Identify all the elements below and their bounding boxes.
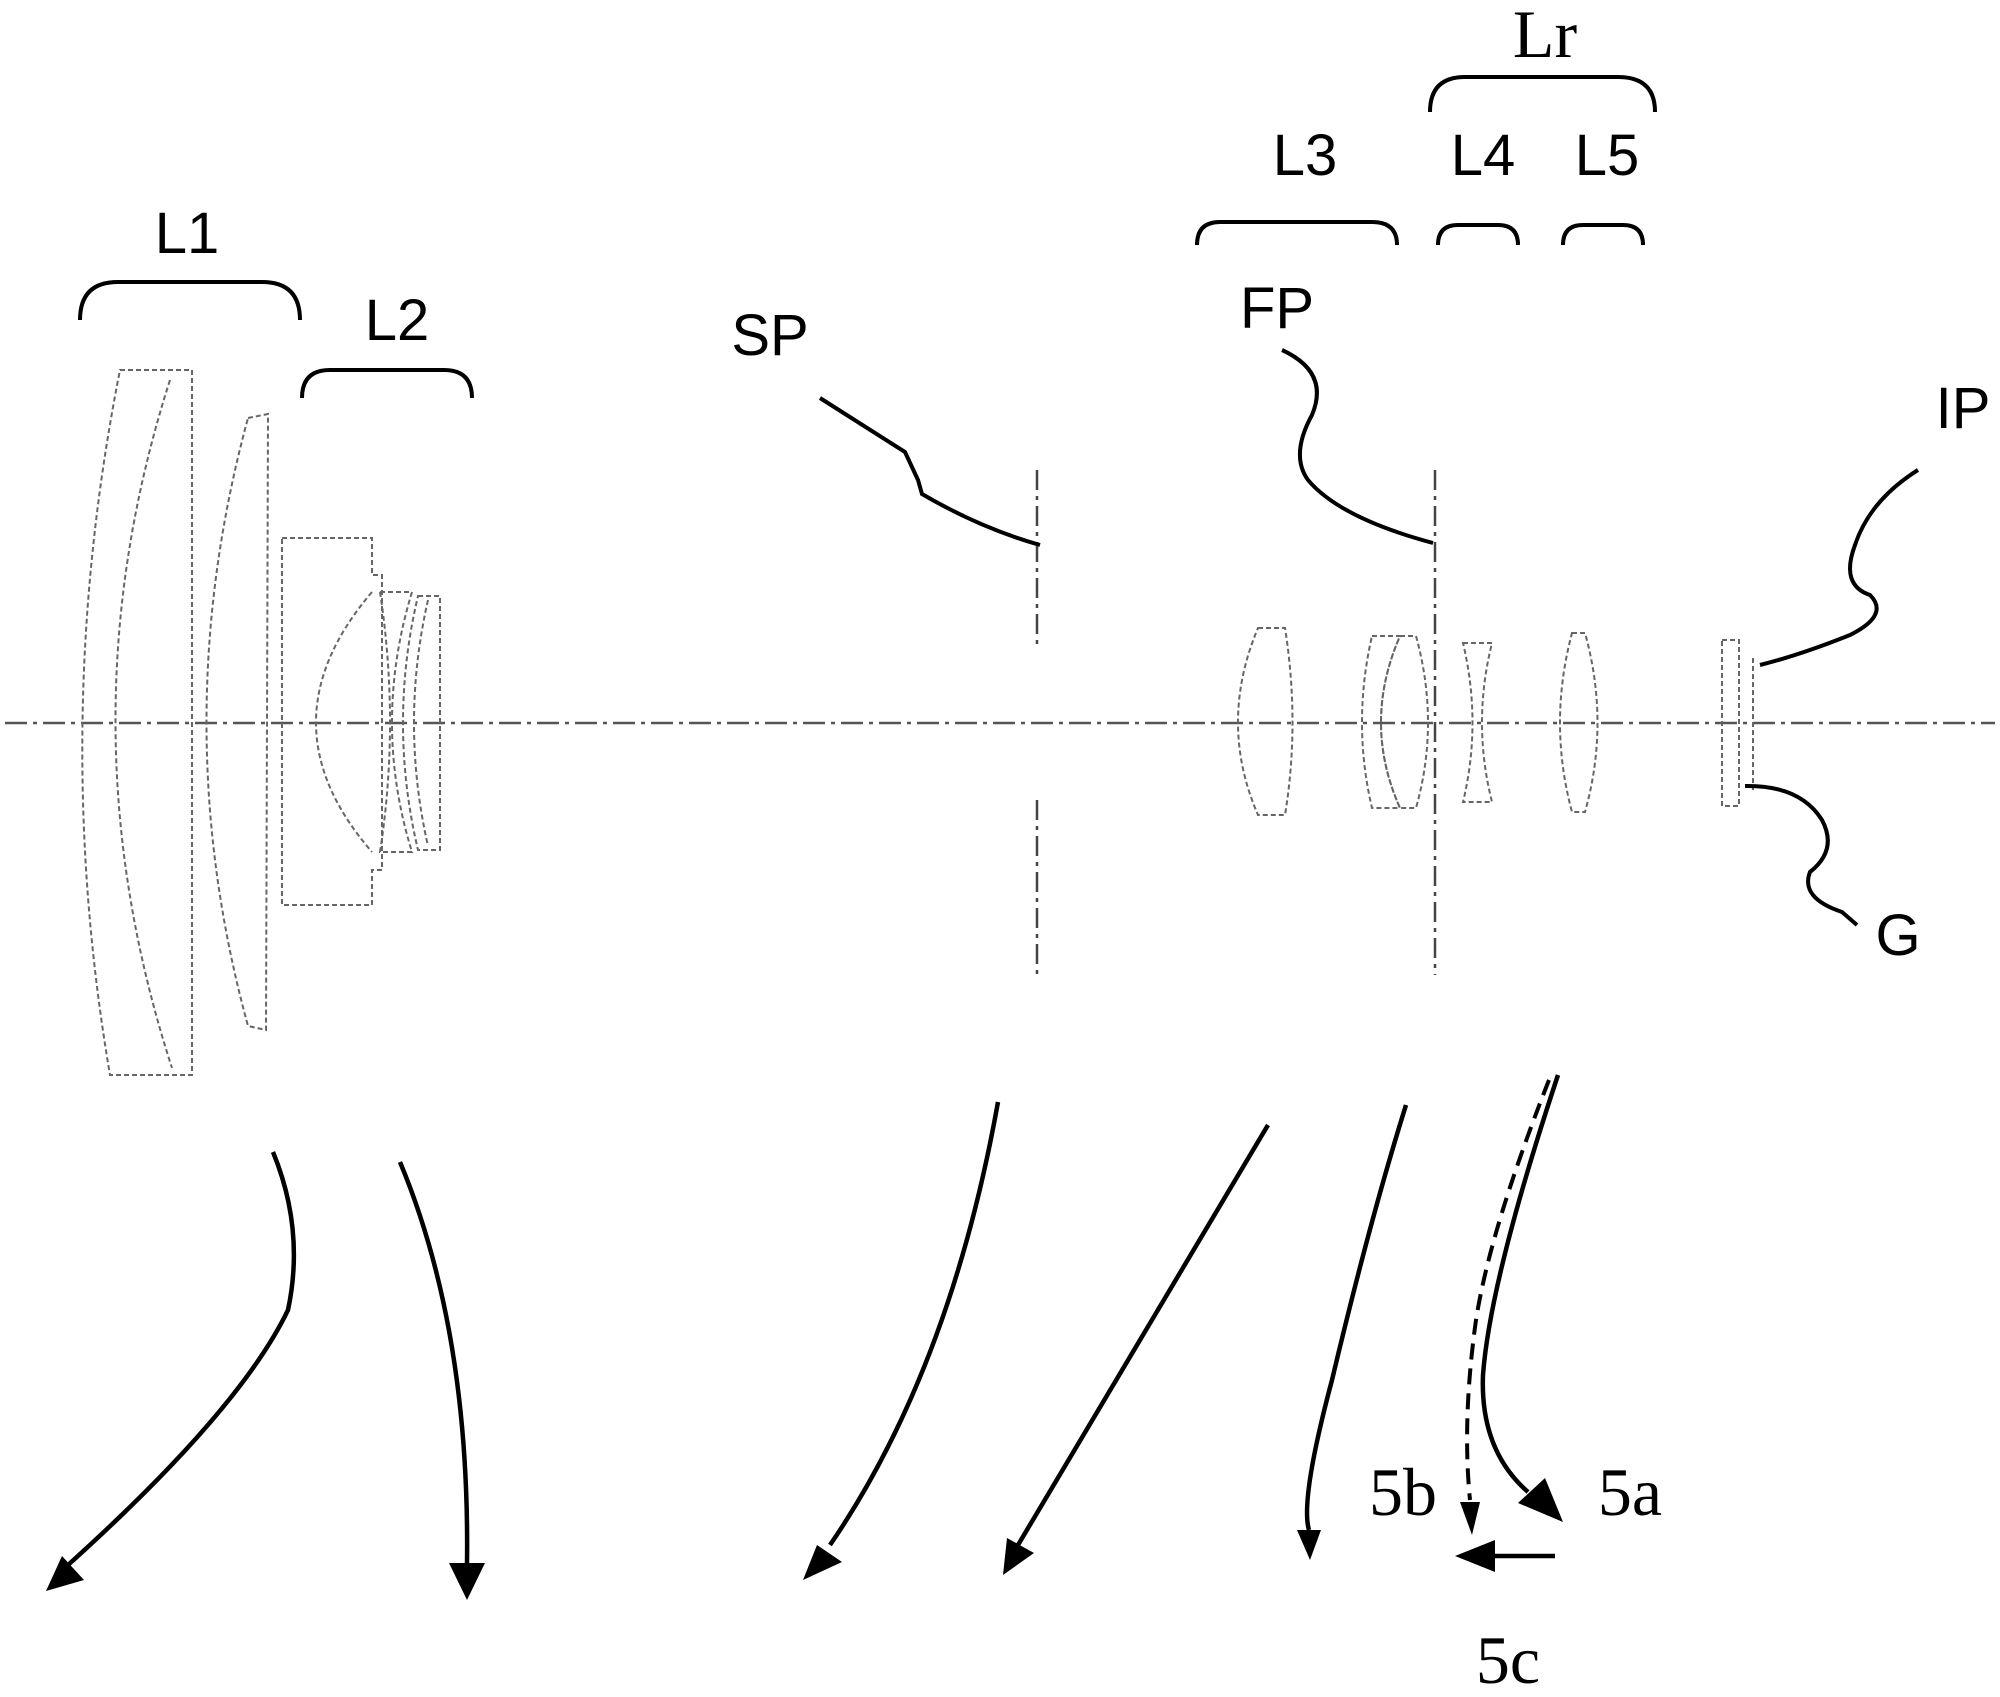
move-l1 [66,1151,297,1567]
move-sp [828,1101,1001,1547]
glass-block [1721,639,1740,807]
label-ip: IP [1936,376,1991,441]
l2-element-1 [281,537,383,906]
move-l5-5b [1465,1079,1551,1501]
leader-g [1744,783,1859,927]
move-l5-5a [1480,1074,1561,1494]
label-sp: SP [731,303,808,368]
bracket-l3 [1195,220,1399,246]
move-l4 [1304,1104,1409,1531]
arrowhead-5a [1518,1478,1563,1522]
label-l5: L5 [1575,123,1640,188]
lens-group-l1 [81,369,270,1076]
bracket-l4 [1436,223,1520,246]
label-l3: L3 [1273,123,1338,188]
label-g: G [1875,903,1920,968]
label-l4: L4 [1451,123,1516,188]
l3-element-2 [1361,635,1402,809]
label-fp: FP [1240,276,1314,341]
l2-element-3-inner [413,599,429,847]
move-l2 [397,1161,470,1564]
label-5a: 5a [1598,1454,1662,1530]
lens-group-l2 [281,537,441,906]
l2-element-3 [402,595,441,851]
l2-element-2 [378,591,414,853]
label-l1: L1 [155,201,220,266]
label-5b: 5b [1369,1454,1437,1530]
arrowhead-sp [803,1545,842,1580]
l3-element-3 [1380,635,1429,809]
leader-fp [1281,348,1434,545]
label-5c: 5c [1476,1622,1540,1697]
bracket-lr [1428,75,1657,113]
leader-sp [818,396,1041,547]
movement-arrows [46,1074,1563,1600]
l5-element [1559,632,1599,813]
arrowhead-5c [1455,1540,1495,1572]
arrowhead-l1 [46,1556,84,1591]
move-l3 [1016,1123,1270,1547]
label-lr: Lr [1513,0,1578,72]
arrowhead-l3 [1003,1538,1034,1575]
l1-element-2 [205,412,270,1032]
bracket-l1 [78,280,302,321]
leader-ip [1759,468,1920,667]
label-l2: L2 [365,288,430,353]
l3-element-1 [1237,627,1294,816]
l2-element-1-surface [315,591,373,853]
arrowhead-l2 [449,1563,485,1600]
bracket-l5 [1561,223,1645,246]
arrowhead-l4 [1297,1530,1321,1560]
arrowhead-5b [1460,1502,1480,1535]
lens-group-l3 [1237,627,1429,816]
bracket-l2 [300,368,474,399]
